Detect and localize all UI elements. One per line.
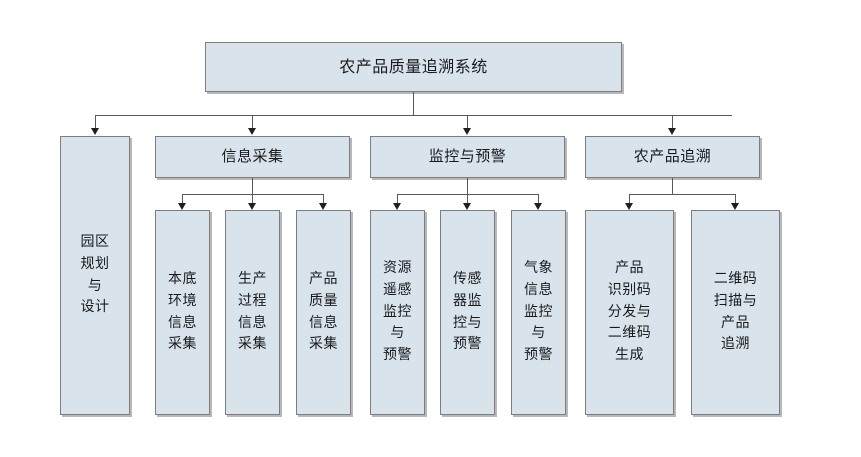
leaf-node-sensor-monitoring[interactable]: 传感 器监 控与 预警 <box>440 210 495 415</box>
branch-node-park-planning[interactable]: 园区 规划 与 设计 <box>60 136 130 415</box>
arrow-down-icon-trace-1 <box>625 203 633 210</box>
arrow-down-icon-info-1 <box>178 203 186 210</box>
connector-root-drop-3 <box>467 115 468 129</box>
connector-trace-stem <box>672 178 673 194</box>
connector-info-drop-3 <box>323 194 324 204</box>
connector-root-drop-4 <box>672 115 673 129</box>
root-node[interactable]: 农产品质量追溯系统 <box>205 42 622 92</box>
leaf-node-resource-remote-sensing[interactable]: 资源 遥感 监控 与 预警 <box>370 210 425 415</box>
leaf-node-production-process-label: 生产 过程 信息 采集 <box>238 271 267 353</box>
connector-info-stem <box>252 178 253 194</box>
connector-trace-drop-1 <box>629 194 630 204</box>
leaf-node-baseline-environment-label: 本底 环境 信息 采集 <box>168 271 197 353</box>
leaf-node-product-quality-label: 产品 质量 信息 采集 <box>309 271 338 353</box>
arrow-down-icon-root-4 <box>668 128 676 135</box>
leaf-node-product-code-distribution[interactable]: 产品 识别码 分发与 二维码 生成 <box>585 210 674 415</box>
leaf-node-sensor-monitoring-label: 传感 器监 控与 预警 <box>453 271 482 353</box>
connector-trace-drop-2 <box>735 194 736 204</box>
connector-root-drop-2 <box>252 115 253 129</box>
branch-node-info-collection-label: 信息采集 <box>221 147 284 166</box>
connector-root-bus <box>95 115 732 116</box>
leaf-node-baseline-environment[interactable]: 本底 环境 信息 采集 <box>155 210 210 415</box>
branch-node-traceability[interactable]: 农产品追溯 <box>585 136 760 178</box>
leaf-node-weather-information[interactable]: 气象 信息 监控 与 预警 <box>511 210 566 415</box>
root-node-label: 农产品质量追溯系统 <box>339 56 488 76</box>
arrow-down-icon-monitor-2 <box>463 203 471 210</box>
connector-info-drop-2 <box>252 194 253 204</box>
arrow-down-icon-root-1 <box>91 128 99 135</box>
branch-node-monitoring-warning-label: 监控与预警 <box>428 147 507 166</box>
arrow-down-icon-root-2 <box>248 128 256 135</box>
connector-monitor-drop-2 <box>467 194 468 204</box>
leaf-node-product-code-distribution-label: 产品 识别码 分发与 二维码 生成 <box>607 260 652 364</box>
leaf-node-qrcode-scan-trace[interactable]: 二维码 扫描与 产品 追溯 <box>691 210 780 415</box>
connector-info-drop-1 <box>182 194 183 204</box>
connector-monitor-drop-1 <box>397 194 398 204</box>
leaf-node-resource-remote-sensing-label: 资源 遥感 监控 与 预警 <box>383 260 412 364</box>
arrow-down-icon-info-2 <box>248 203 256 210</box>
branch-node-info-collection[interactable]: 信息采集 <box>155 136 350 178</box>
connector-root-stem <box>413 92 414 115</box>
leaf-node-production-process[interactable]: 生产 过程 信息 采集 <box>225 210 280 415</box>
connector-trace-bus <box>629 194 735 195</box>
arrow-down-icon-monitor-1 <box>393 203 401 210</box>
leaf-node-product-quality[interactable]: 产品 质量 信息 采集 <box>296 210 351 415</box>
connector-monitor-drop-3 <box>538 194 539 204</box>
arrow-down-icon-monitor-3 <box>534 203 542 210</box>
arrow-down-icon-trace-2 <box>731 203 739 210</box>
branch-node-traceability-label: 农产品追溯 <box>633 147 712 166</box>
arrow-down-icon-info-3 <box>319 203 327 210</box>
connector-root-drop-1 <box>95 115 96 129</box>
leaf-node-qrcode-scan-trace-label: 二维码 扫描与 产品 追溯 <box>713 271 758 353</box>
arrow-down-icon-root-3 <box>463 128 471 135</box>
branch-node-park-planning-label: 园区 规划 与 设计 <box>80 234 110 316</box>
connector-monitor-stem <box>467 178 468 194</box>
leaf-node-weather-information-label: 气象 信息 监控 与 预警 <box>524 260 553 364</box>
branch-node-monitoring-warning[interactable]: 监控与预警 <box>370 136 565 178</box>
